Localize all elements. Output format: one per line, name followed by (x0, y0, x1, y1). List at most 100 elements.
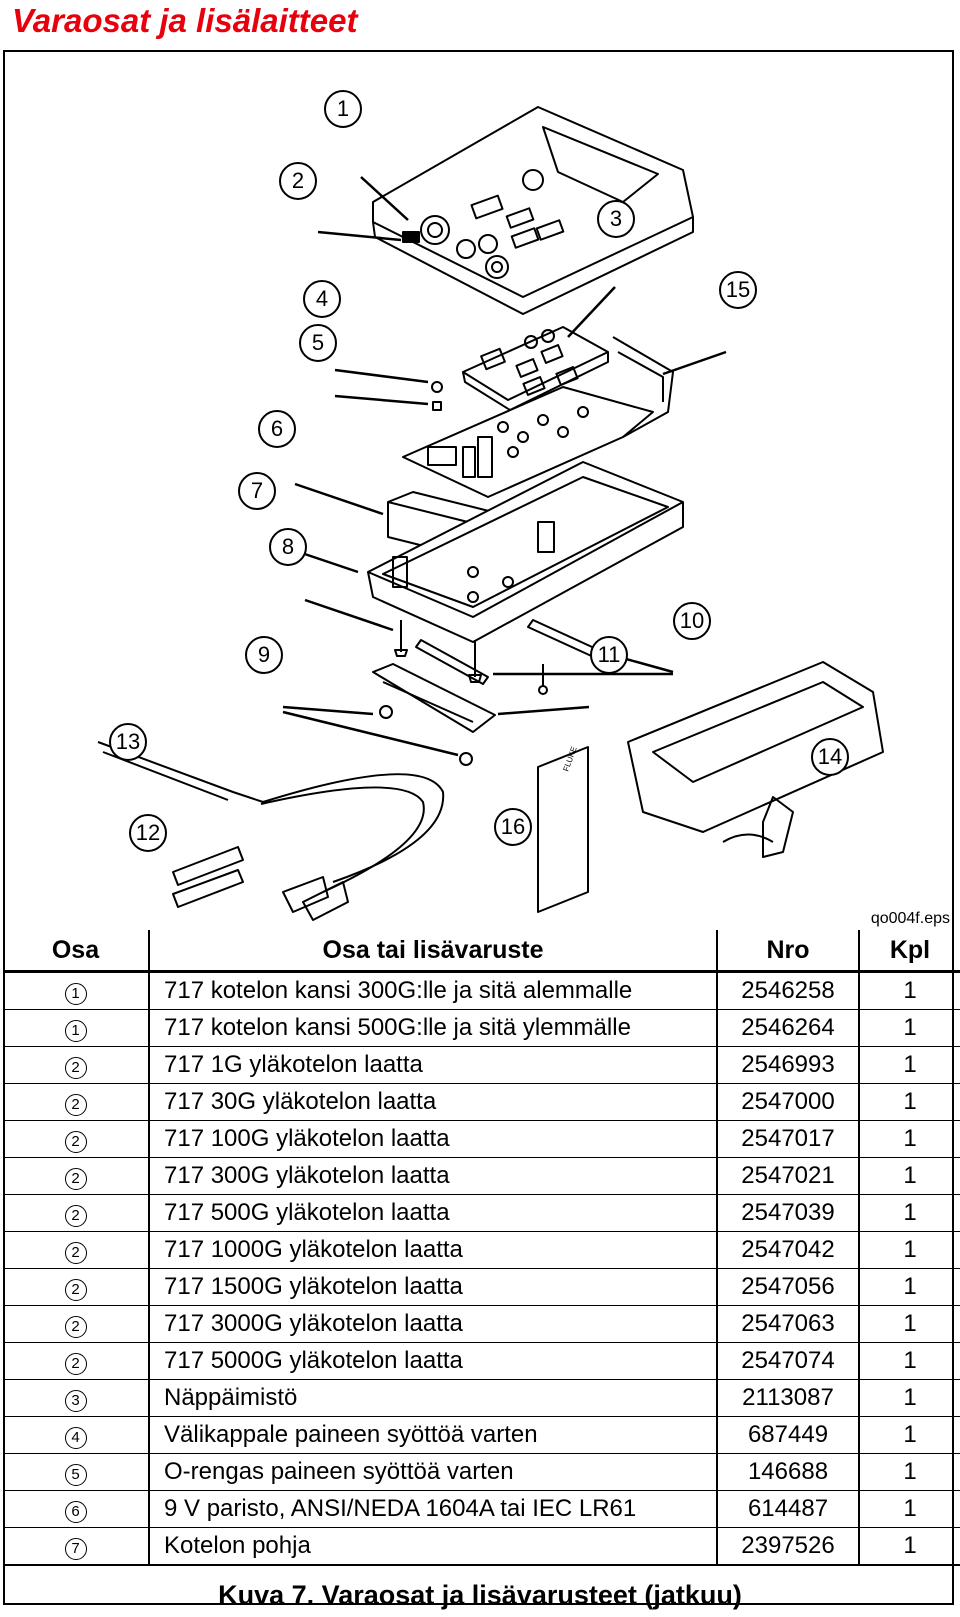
page-title: Varaosat ja lisälaitteet (12, 2, 358, 39)
callout-9: 9 (245, 636, 283, 674)
order-number: 2547074 (716, 1342, 859, 1380)
part-description: 717 1500G yläkotelon laatta (148, 1268, 717, 1306)
part-number-badge: 2 (64, 1278, 87, 1301)
header-osa: Osa (3, 930, 149, 973)
exploded-parts-diagram: FLUKE 1 2 3 4 5 6 7 8 9 10 11 12 13 14 1… (3, 52, 954, 930)
part-description: Näppäimistö (148, 1379, 717, 1417)
case-cover-drawing (372, 106, 694, 315)
part-number-badge: 2 (64, 1204, 87, 1227)
order-number: 614487 (716, 1490, 859, 1528)
part-description: 717 3000G yläkotelon laatta (148, 1305, 717, 1343)
part-number-badge: 2 (64, 1315, 87, 1338)
case-bottom-drawing (367, 461, 684, 643)
part-number-cell: 2 (3, 1194, 149, 1232)
part-number-badge: 7 (64, 1537, 87, 1560)
quantity: 1 (858, 1342, 960, 1380)
part-description: 717 1000G yläkotelon laatta (148, 1231, 717, 1269)
quantity: 1 (858, 1009, 960, 1047)
part-number-cell: 2 (3, 1120, 149, 1158)
header-nro: Nro (716, 930, 859, 973)
order-number: 2547056 (716, 1268, 859, 1306)
quantity: 1 (858, 1231, 960, 1269)
quantity: 1 (858, 1490, 960, 1528)
part-number-cell: 1 (3, 971, 149, 1010)
part-number-cell: 6 (3, 1490, 149, 1528)
part-number-cell: 3 (3, 1379, 149, 1417)
quantity: 1 (858, 1527, 960, 1566)
callout-5: 5 (299, 324, 337, 362)
battery-door-drawing (372, 663, 496, 733)
quantity: 1 (858, 1194, 960, 1232)
instruction-sheet-drawing: FLUKE (537, 745, 589, 913)
part-description: O-rengas paineen syöttöä varten (148, 1453, 717, 1491)
callout-15: 15 (719, 271, 757, 309)
header-kpl: Kpl (858, 930, 960, 973)
part-number-cell: 2 (3, 1305, 149, 1343)
callout-4: 4 (303, 280, 341, 318)
callout-14: 14 (811, 738, 849, 776)
part-description: 9 V paristo, ANSI/NEDA 1604A tai IEC LR6… (148, 1490, 717, 1528)
quantity: 1 (858, 1120, 960, 1158)
header-description: Osa tai lisävaruste (148, 930, 717, 973)
part-number-badge: 1 (64, 1019, 87, 1042)
part-number-badge: 1 (64, 982, 87, 1005)
callout-7: 7 (238, 472, 276, 510)
part-description: 717 kotelon kansi 500G:lle ja sitä ylemm… (148, 1009, 717, 1047)
figure-file-label: qo004f.eps (870, 910, 950, 927)
part-number-cell: 4 (3, 1416, 149, 1454)
callout-3: 3 (597, 200, 635, 238)
order-number: 2397526 (716, 1527, 859, 1566)
part-number-badge: 5 (64, 1463, 87, 1486)
part-description: 717 1G yläkotelon laatta (148, 1046, 717, 1084)
part-description: 717 300G yläkotelon laatta (148, 1157, 717, 1195)
order-number: 2547000 (716, 1083, 859, 1121)
part-number-badge: 2 (64, 1352, 87, 1375)
part-number-cell: 1 (3, 1009, 149, 1047)
part-number-badge: 2 (64, 1093, 87, 1116)
callout-16: 16 (494, 808, 532, 846)
part-number-badge: 2 (64, 1130, 87, 1153)
quantity: 1 (858, 1268, 960, 1306)
order-number: 2547039 (716, 1194, 859, 1232)
part-number-badge: 4 (64, 1426, 87, 1449)
part-number-cell: 2 (3, 1046, 149, 1084)
part-description: Välikappale paineen syöttöä varten (148, 1416, 717, 1454)
part-number-badge: 3 (64, 1389, 87, 1412)
quantity: 1 (858, 1453, 960, 1491)
part-number-badge: 2 (64, 1241, 87, 1264)
part-number-cell: 2 (3, 1268, 149, 1306)
order-number: 146688 (716, 1453, 859, 1491)
order-number: 2546264 (716, 1009, 859, 1047)
diagram-drawing: FLUKE (97, 106, 884, 921)
part-number-cell: 2 (3, 1083, 149, 1121)
part-description: 717 100G yläkotelon laatta (148, 1120, 717, 1158)
order-number: 2547021 (716, 1157, 859, 1195)
callout-2: 2 (279, 162, 317, 200)
callout-8: 8 (269, 528, 307, 566)
order-number: 2547042 (716, 1231, 859, 1269)
order-number: 2113087 (716, 1379, 859, 1417)
part-description: Kotelon pohja (148, 1527, 717, 1566)
order-number: 2547063 (716, 1305, 859, 1343)
keypad-drawing (462, 326, 609, 411)
order-number: 687449 (716, 1416, 859, 1454)
order-number: 2547017 (716, 1120, 859, 1158)
table-row: 1 717 kotelon kansi 500G:lle ja sitä ylem… (3, 1009, 960, 1047)
part-description: 717 500G yläkotelon laatta (148, 1194, 717, 1232)
figure-caption: Kuva 7. Varaosat ja lisävarusteet (jatku… (218, 1580, 742, 1610)
content-frame (3, 50, 954, 1605)
part-number-cell: 5 (3, 1453, 149, 1491)
order-number: 2546258 (716, 971, 859, 1010)
callout-6: 6 (258, 410, 296, 448)
